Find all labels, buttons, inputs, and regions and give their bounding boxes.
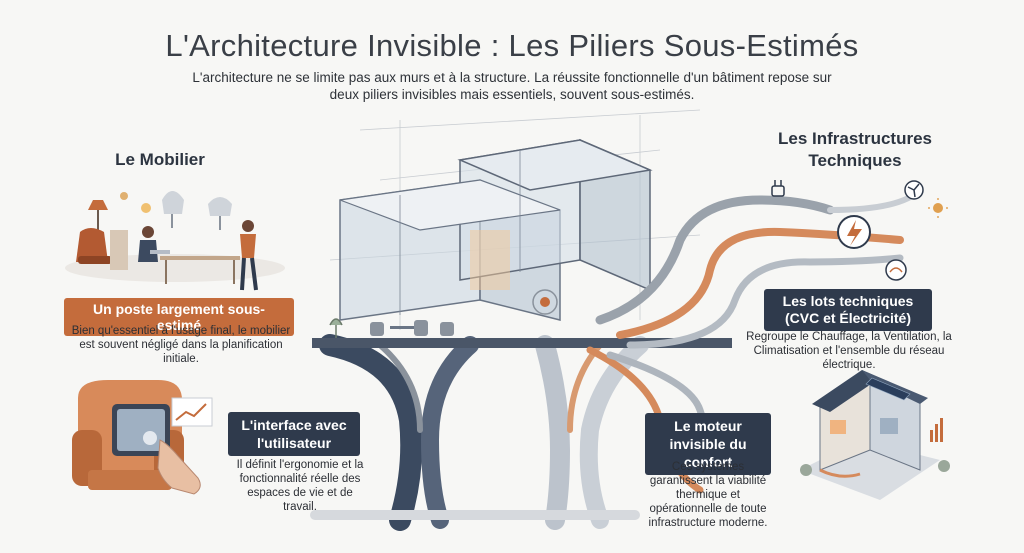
plug-icon [771,180,785,197]
fan-icon [904,180,924,200]
moteur-confort-description: Ces systèmes garantissent la viabilité t… [648,461,768,529]
mobilier-description: Bien qu'essentiel à l'usage final, le mo… [71,325,291,365]
office-illustration-icon [65,191,285,291]
thermostat-icon [885,259,907,281]
intro-text: L'architecture ne se limite pas aux murs… [192,70,832,102]
lots-techniques-badge: Les lots techniques (CVC et Électricité) [764,289,932,331]
lots-techniques-description: Regroupe le Chauffage, la Ventilation, l… [746,331,952,371]
moteur-confort-badge: Le moteur invisible du confort [645,413,771,475]
house-cutaway-icon [800,370,950,500]
interface-description: Il définit l'ergonomie et la fonctionnal… [236,459,364,513]
interface-badge: L'interface avec l'utilisateur [228,412,360,456]
lightning-icon [837,215,871,249]
armchair-touchscreen-icon [72,380,213,495]
sun-icon [928,198,948,218]
mobilier-badge: Un poste largement sous-estimé [64,298,294,336]
mobilier-heading: Le Mobilier [115,150,205,169]
solar-panel-icon [865,377,911,401]
infrastructures-heading: Les Infrastructures Techniques [778,129,932,170]
page-title: L'Architecture Invisible : Les Piliers S… [165,28,859,63]
floor-slab [312,338,732,348]
building-glass-structure-icon [329,138,653,338]
